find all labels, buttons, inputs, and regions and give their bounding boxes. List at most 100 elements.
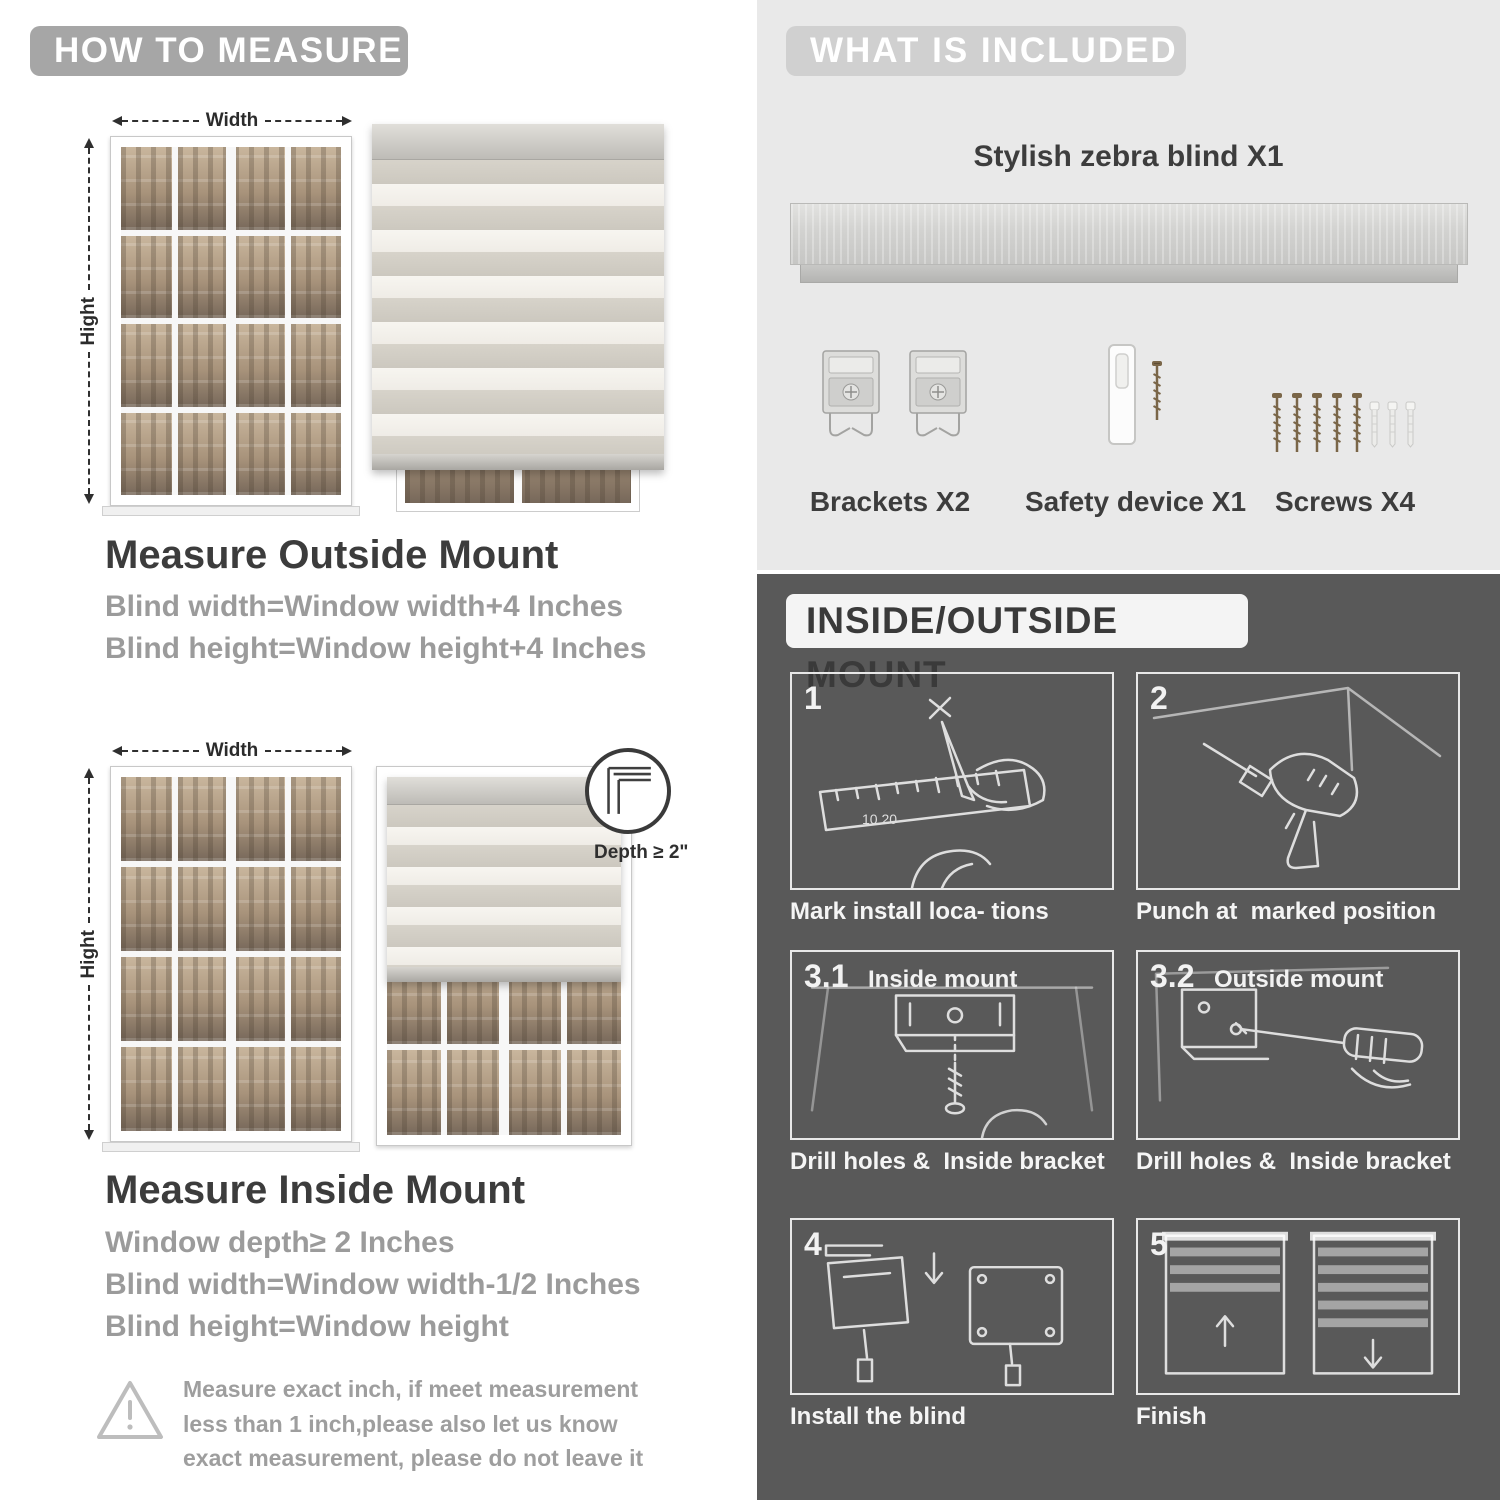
window-pane	[290, 1047, 341, 1131]
step-caption: Install the blind	[790, 1403, 967, 1430]
inside-mount-line: Blind height=Window height	[105, 1310, 509, 1343]
window-pane	[177, 324, 228, 407]
step-panel-5: 5	[1136, 1218, 1460, 1395]
window-pane	[234, 957, 285, 1041]
screws-label: Screws X4	[1274, 486, 1416, 517]
window-pane	[567, 1050, 621, 1135]
window-pane	[234, 147, 285, 230]
inside-mount-line: Window depth≥ 2 Inches	[105, 1226, 455, 1259]
step-panel-3-2: 3.2 Outside mount	[1136, 950, 1460, 1140]
window-pane	[234, 324, 285, 407]
ruler-marks: 10 20	[862, 811, 897, 827]
height-label: Hight	[78, 296, 99, 346]
window-glass	[121, 147, 341, 495]
mark-locations-illustration: 10 20	[818, 696, 1046, 888]
step-panel-2: 2	[1136, 672, 1460, 890]
step-number: 2	[1150, 680, 1168, 716]
anchors-group	[1368, 400, 1417, 448]
window-pane	[121, 147, 172, 230]
wall-anchor-icon	[1405, 401, 1416, 448]
step-caption: Mark install loca- tions	[790, 898, 1049, 925]
width-arrow: Width	[112, 740, 352, 762]
safety-device-icon	[1102, 342, 1142, 452]
window-pane	[177, 777, 228, 861]
window-glass	[121, 777, 341, 1131]
screws-group	[1270, 392, 1364, 454]
wall-anchor-icon	[1387, 401, 1398, 448]
arrowhead-icon	[112, 746, 122, 756]
step-caption: Drill holes & Inside bracket	[790, 1148, 1105, 1175]
zebra-blind-inside-illustration	[376, 766, 632, 1146]
window-pane	[177, 867, 228, 951]
outside-mount-tag: Outside mount	[1214, 966, 1384, 993]
window-pane	[177, 235, 228, 318]
inside-mount-line: Blind width=Window width-1/2 Inches	[105, 1268, 641, 1301]
window-pane	[447, 1050, 501, 1135]
finish-illustration	[1162, 1231, 1436, 1375]
brackets-label: Brackets X2	[809, 486, 971, 517]
how-to-measure-header: HOW TO MEASURE	[30, 26, 408, 76]
window-pane	[234, 1047, 285, 1131]
window-pane	[290, 324, 341, 407]
outside-mount-title: Measure Outside Mount	[105, 533, 559, 577]
window-pane	[121, 867, 172, 951]
measurement-warning-note: Measure exact inch, if meet measurement …	[183, 1376, 644, 1471]
inside-bracket-illustration	[810, 986, 1094, 1138]
screw-icon	[1352, 393, 1362, 452]
window-pane	[177, 412, 228, 495]
outside-bracket-illustration	[1154, 966, 1424, 1102]
zebra-blind	[387, 777, 621, 982]
bracket-icon	[905, 348, 971, 448]
step-panel-1: 1 10 20	[790, 672, 1114, 890]
window-pane	[121, 1047, 172, 1131]
window-pane	[177, 1047, 228, 1131]
window-photo	[110, 766, 352, 1142]
wall-anchor-icon	[1369, 401, 1380, 448]
step-panel-4: 4	[790, 1218, 1114, 1395]
blind-slats	[387, 805, 621, 967]
screw-icon	[1150, 360, 1164, 427]
window-pane	[507, 1050, 561, 1135]
arrowhead-icon	[84, 768, 94, 778]
window-pane	[234, 777, 285, 861]
blind-cassette	[372, 124, 664, 160]
bracket-icon	[818, 348, 884, 448]
width-label: Width	[205, 110, 259, 131]
height-label: Hight	[78, 929, 99, 979]
step-caption: Punch at marked position	[1136, 898, 1437, 925]
mount-guide-header: INSIDE/OUTSIDE MOUNT	[786, 594, 1248, 695]
width-arrow: Width	[112, 110, 352, 132]
window-pane	[177, 147, 228, 230]
window-sill	[102, 506, 360, 516]
window-pane	[290, 957, 341, 1041]
step-number: 4	[804, 1226, 822, 1262]
arrowhead-icon	[84, 1130, 94, 1141]
mount-guide-section: INSIDE/OUTSIDE MOUNT 1 10 20 2	[757, 574, 1500, 1500]
step-panel-3-1: 3.1 Inside mount	[790, 950, 1114, 1140]
step-number: 3.1	[804, 958, 849, 994]
window-pane	[121, 412, 172, 495]
window-pane	[387, 1050, 441, 1135]
inside-mount-title: Measure Inside Mount	[105, 1168, 526, 1212]
zebra-blind	[372, 124, 664, 470]
blind-bottom-rail	[387, 967, 621, 982]
outside-mount-line: Blind height=Window height+4 Inches	[105, 632, 647, 665]
screw-icon	[1312, 393, 1322, 452]
width-label: Width	[205, 740, 259, 761]
blind-item-label: Stylish zebra blind X1	[973, 140, 1284, 173]
window-pane	[290, 235, 341, 318]
outside-mount-line: Blind width=Window width+4 Inches	[105, 590, 624, 623]
step-caption: Finish	[1136, 1403, 1207, 1430]
step-number: 1	[804, 680, 822, 716]
window-sill	[102, 1142, 360, 1152]
window-pane	[234, 867, 285, 951]
window-photo	[110, 136, 352, 506]
height-arrow: Hight	[78, 768, 100, 1141]
window-pane	[234, 412, 285, 495]
arrowhead-icon	[84, 138, 94, 148]
screw-icon	[1332, 393, 1342, 452]
inside-mount-tag: Inside mount	[868, 966, 1018, 993]
depth-callout: Depth ≥ 2"	[594, 842, 689, 863]
step-caption: Drill holes & Inside bracket	[1136, 1148, 1451, 1175]
